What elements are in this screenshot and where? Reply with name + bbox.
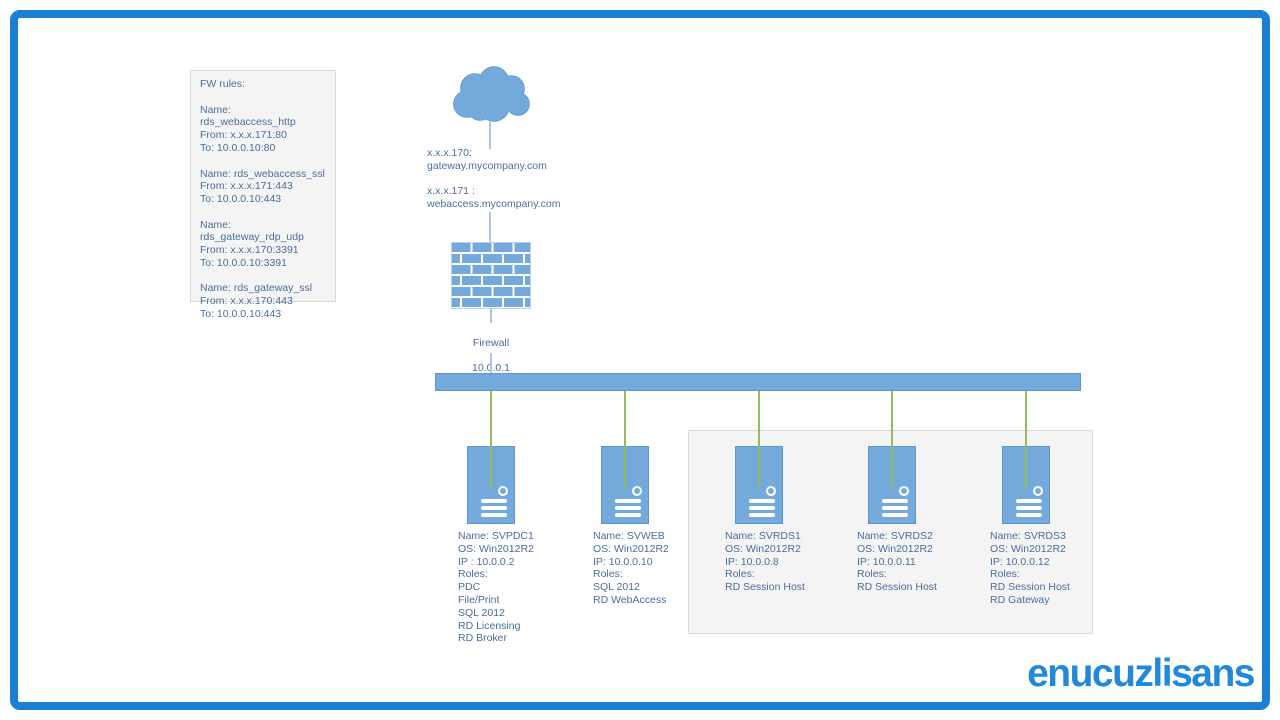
server-label: Name: SVPDC1 OS: Win2012R2 IP : 10.0.0.2… xyxy=(458,530,534,645)
fw-rule: Name: rds_gateway_ssl From: x.x.x.170:44… xyxy=(200,282,326,320)
server-label: Name: SVRDS3 OS: Win2012R2 IP: 10.0.0.12… xyxy=(990,530,1070,606)
firewall-name: Firewall xyxy=(472,336,510,349)
power-button-dot xyxy=(1033,486,1043,496)
fw-rule-name: Name: rds_webaccess_ssl xyxy=(200,167,325,180)
fw-rule-from: From: x.x.x.170:3391 xyxy=(200,244,299,257)
brand-logo: enucuzlisans xyxy=(1027,652,1255,695)
fw-rule-to: To: 10.0.0.10:443 xyxy=(200,192,282,205)
power-button-dot xyxy=(498,486,508,496)
server-connector-line xyxy=(624,391,626,489)
fw-rules-title: FW rules: xyxy=(200,78,245,90)
fw-rule-from: From: x.x.x.171:80 xyxy=(200,129,287,142)
server-label: Name: SVRDS1 OS: Win2012R2 IP: 10.0.0.8 … xyxy=(725,530,805,594)
server-label: Name: SVRDS2 OS: Win2012R2 IP: 10.0.0.11… xyxy=(857,530,937,594)
server-node-svweb: Name: SVWEB OS: Win2012R2 IP: 10.0.0.10 … xyxy=(593,446,725,607)
fw-rule: Name: rds_webaccess_ssl From: x.x.x.171:… xyxy=(200,168,326,206)
fw-rule: Name: rds_gateway_rdp_udp From: x.x.x.17… xyxy=(200,219,326,270)
fw-rule-from: From: x.x.x.170:443 xyxy=(200,295,293,308)
server-node-svpdc1: Name: SVPDC1 OS: Win2012R2 IP : 10.0.0.2… xyxy=(458,446,590,645)
border-frame xyxy=(10,10,1270,710)
firewall-icon xyxy=(451,242,531,309)
fw-rule-to: To: 10.0.0.10:443 xyxy=(200,307,282,320)
server-connector-line xyxy=(891,391,893,489)
fw-rule-to: To: 10.0.0.10:80 xyxy=(200,141,276,154)
fw-rule-from: From: x.x.x.171:443 xyxy=(200,180,293,193)
connector-line xyxy=(490,353,492,374)
network-backbone-bar xyxy=(435,373,1081,391)
power-button-dot xyxy=(899,486,909,496)
server-node-svrds1: Name: SVRDS1 OS: Win2012R2 IP: 10.0.0.8 … xyxy=(725,446,857,594)
fw-rule-name: Name: rds_webaccess_http xyxy=(200,103,296,129)
connector-line xyxy=(490,309,492,323)
server-node-svrds3: Name: SVRDS3 OS: Win2012R2 IP: 10.0.0.12… xyxy=(990,446,1122,607)
fw-rule-name: Name: rds_gateway_ssl xyxy=(200,282,313,295)
fw-rules-box: FW rules: Name: rds_webaccess_http From:… xyxy=(190,70,336,320)
server-label: Name: SVWEB OS: Win2012R2 IP: 10.0.0.10 … xyxy=(593,530,669,606)
server-node-svrds2: Name: SVRDS2 OS: Win2012R2 IP: 10.0.0.11… xyxy=(857,446,989,594)
server-connector-line xyxy=(490,391,492,489)
internet-cloud-icon xyxy=(445,66,537,126)
fw-rule-to: To: 10.0.0.10:3391 xyxy=(200,256,287,269)
power-button-dot xyxy=(766,486,776,496)
gateway-dns-label: x.x.x.170: gateway.mycompany.com xyxy=(427,147,547,172)
power-button-dot xyxy=(632,486,642,496)
server-connector-line xyxy=(758,391,760,489)
connector-line xyxy=(489,212,491,243)
fw-rule-name: Name: rds_gateway_rdp_udp xyxy=(200,218,304,244)
fw-rule: Name: rds_webaccess_http From: x.x.x.171… xyxy=(200,104,326,155)
server-connector-line xyxy=(1025,391,1027,489)
connector-line xyxy=(489,122,491,149)
webaccess-dns-label: x.x.x.171 : webaccess.mycompany.com xyxy=(427,185,561,210)
